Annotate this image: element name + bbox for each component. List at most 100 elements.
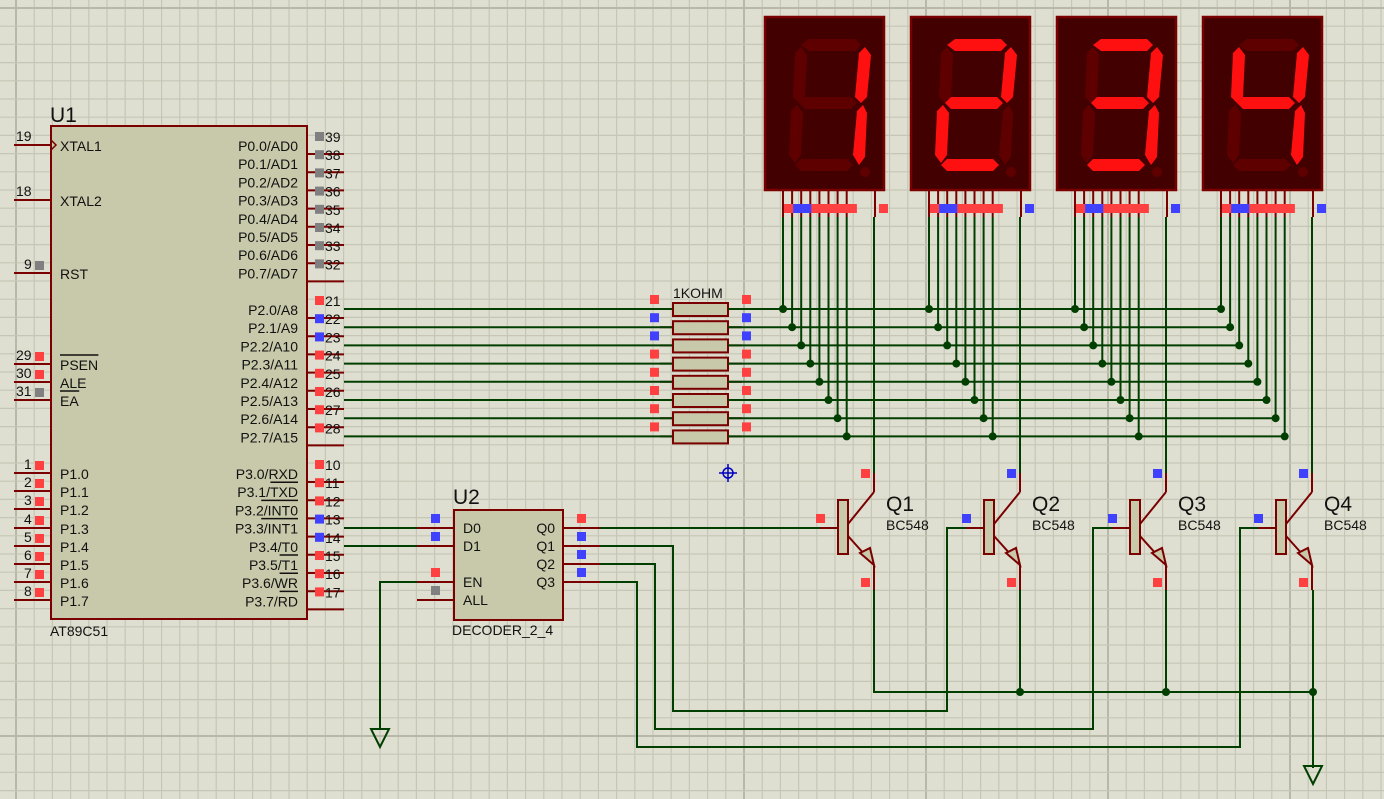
transistor-reference: Q2 xyxy=(1032,493,1060,516)
pin-name: P3.0/RXD xyxy=(236,466,298,482)
pin-name: P0.5/AD5 xyxy=(238,229,298,245)
junction-dot xyxy=(1262,396,1271,404)
u2-pin-d0[interactable]: D0 xyxy=(417,514,481,536)
segment-e xyxy=(1227,105,1241,163)
u1-pin-7[interactable]: 7P1.6 xyxy=(14,565,89,591)
junction-dot xyxy=(1253,377,1262,386)
u1-pin-4[interactable]: 4P1.3 xyxy=(14,511,89,537)
logic-probe xyxy=(742,349,751,359)
logic-probe xyxy=(1299,578,1308,587)
segment-dp xyxy=(860,167,870,177)
pin-name: P1.2 xyxy=(60,502,89,518)
pin-name: P0.2/AD2 xyxy=(238,174,298,190)
pin-name: Q3 xyxy=(536,574,555,590)
logic-probe xyxy=(1007,469,1016,478)
u1-microcontroller[interactable]: U1 AT89C51 19XTAL118XTAL29RST29PSEN30ALE… xyxy=(14,104,344,639)
pin-number: 7 xyxy=(24,565,32,581)
u2-pin-q1[interactable]: Q1 xyxy=(536,532,600,554)
u2-pin-q3[interactable]: Q3 xyxy=(536,568,600,590)
logic-probe xyxy=(879,204,888,213)
segment-e xyxy=(935,105,949,163)
u1-pin-2[interactable]: 2P1.1 xyxy=(14,474,89,500)
logic-probe xyxy=(939,204,949,213)
u1-pin-1[interactable]: 1P1.0 xyxy=(14,456,89,482)
logic-probe xyxy=(577,514,586,523)
junction-dot xyxy=(833,414,842,423)
logic-probe xyxy=(816,514,825,523)
logic-probe xyxy=(35,588,44,597)
pin-number: 16 xyxy=(325,566,341,582)
u2-part-name: DECODER_2_4 xyxy=(452,622,553,638)
junction-dot xyxy=(925,305,933,313)
seven-segment-display-3[interactable] xyxy=(1055,15,1180,217)
seven-segment-display-2[interactable] xyxy=(909,15,1034,217)
segment-e xyxy=(789,105,803,163)
pin-number: 10 xyxy=(325,457,341,473)
logic-probe xyxy=(431,568,440,577)
seven-segment-display-1[interactable] xyxy=(763,15,888,217)
junction-dot xyxy=(815,377,824,386)
junction-dot xyxy=(1116,396,1125,404)
logic-probe xyxy=(861,578,870,587)
pin-name: RST xyxy=(60,266,88,282)
u1-pin-8[interactable]: 8P1.7 xyxy=(14,583,89,609)
pin-name: P1.4 xyxy=(60,539,89,555)
u2-pin-en[interactable]: EN xyxy=(417,568,482,590)
pin-name: P3.5/T1 xyxy=(249,557,298,573)
u2-pin-all[interactable]: ALL xyxy=(417,586,488,608)
logic-probe xyxy=(847,204,857,213)
u2-pin-q2[interactable]: Q2 xyxy=(536,550,600,572)
u2-pin-q0[interactable]: Q0 xyxy=(536,514,600,536)
u1-pin-6[interactable]: 6P1.5 xyxy=(14,547,89,573)
u1-part-name: AT89C51 xyxy=(50,623,108,639)
pin-number: 18 xyxy=(16,183,32,199)
seven-segment-display-4[interactable] xyxy=(1201,15,1326,217)
pin-name: Q2 xyxy=(536,556,555,572)
logic-probe xyxy=(742,313,751,323)
u1-pin-3[interactable]: 3P1.2 xyxy=(14,492,89,518)
pin-number: 24 xyxy=(325,348,341,364)
transistor-part: BC548 xyxy=(1324,517,1367,533)
u2-pin-d1[interactable]: D1 xyxy=(417,532,481,554)
junction-dot xyxy=(1107,377,1116,386)
u2-body[interactable] xyxy=(453,509,564,621)
resistor-1[interactable] xyxy=(650,295,751,317)
u1-pin-5[interactable]: 5P1.4 xyxy=(14,529,89,555)
